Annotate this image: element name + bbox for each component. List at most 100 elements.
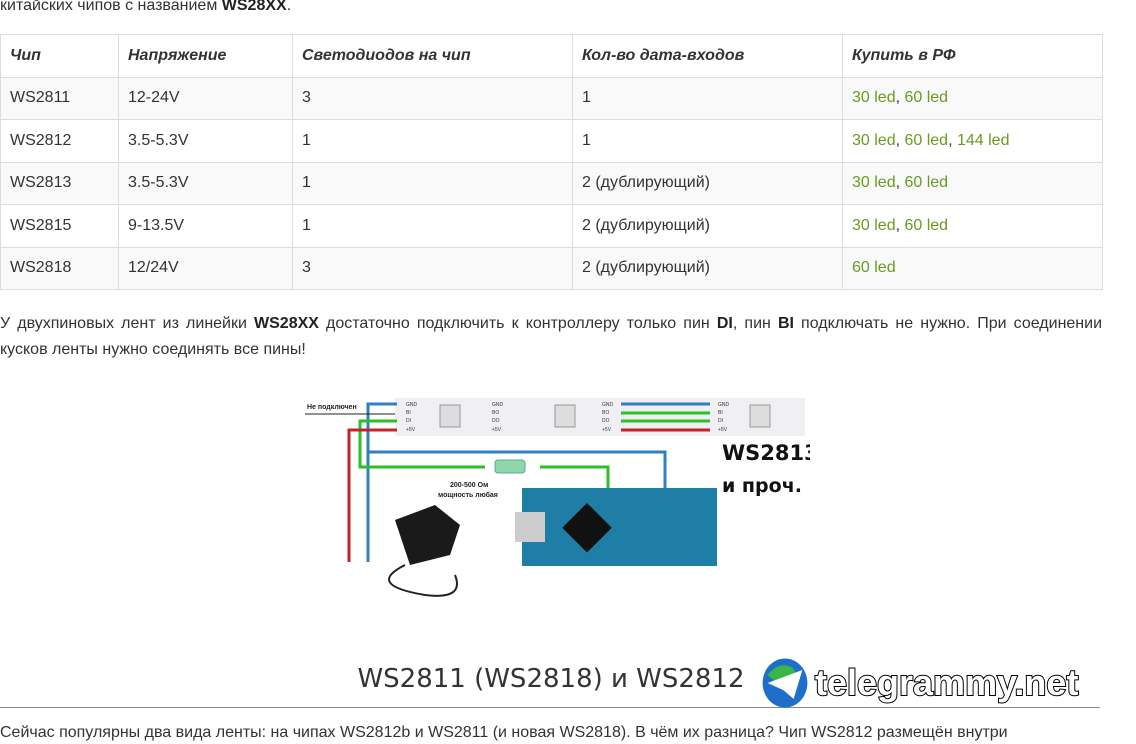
svg-text:GND: GND	[718, 402, 730, 408]
heading-divider	[0, 707, 1100, 708]
cell-inputs: 1	[572, 119, 843, 163]
cell-buy: 30 led, 60 led	[842, 161, 1103, 205]
intro-bold: WS28XX	[221, 0, 287, 14]
watermark: telegrammy.net	[760, 656, 1079, 710]
chip-table: Чип Напряжение Светодиодов на чип Кол-во…	[0, 34, 1103, 290]
svg-text:+5V: +5V	[492, 427, 502, 433]
cell-leds: 1	[292, 119, 573, 163]
cell-voltage: 12-24V	[118, 76, 293, 120]
pin-labels: GND BI DI +5V GND BO DO +5V GND BO DO +5V GND BI DI…	[406, 402, 730, 433]
paragraph-intro: Сейчас популярны два вида ленты: на чипа…	[0, 724, 1008, 741]
cell-inputs: 2 (дублирующий)	[572, 246, 843, 290]
resistor	[494, 459, 526, 474]
buy-link[interactable]: 30 led	[852, 174, 896, 192]
cell-chip: WS2815	[0, 204, 119, 248]
cell-leds: 1	[292, 204, 573, 248]
watermark-text: telegrammy.net	[814, 661, 1079, 704]
svg-text:GND: GND	[602, 402, 614, 408]
intro-end: .	[286, 0, 292, 14]
resistor-label: 200-500 Ом	[450, 482, 488, 489]
led-strip	[395, 398, 805, 436]
cell-chip: WS2812	[0, 119, 119, 163]
svg-text:BO: BO	[602, 410, 609, 416]
table-header-row: Чип Напряжение Светодиодов на чип Кол-во…	[0, 34, 1103, 78]
cell-buy: 30 led, 60 led	[842, 204, 1103, 248]
text: достаточно подключить к контроллеру толь…	[318, 315, 717, 332]
buy-link[interactable]: 60 led	[904, 216, 949, 234]
cell-leds: 3	[292, 76, 573, 120]
text: подключать не нужно. При соединении куск…	[0, 315, 1103, 358]
cell-buy: 30 led, 60 led, 144 led	[842, 119, 1103, 163]
intro-text: китайских чипов с названием WS28XX.	[0, 0, 291, 15]
svg-text:BI: BI	[406, 410, 411, 416]
cell-voltage: 9-13.5V	[118, 204, 293, 248]
col-chip: Чип	[0, 34, 119, 78]
cell-voltage: 3.5-5.3V	[118, 161, 293, 205]
svg-text:DI: DI	[406, 418, 411, 424]
cell-voltage: 3.5-5.3V	[118, 119, 293, 163]
adapter-cable	[388, 564, 458, 597]
separator: ,	[948, 131, 957, 149]
cell-voltage: 12/24V	[118, 246, 293, 290]
cell-inputs: 1	[572, 76, 843, 120]
cell-inputs: 2 (дублирующий)	[572, 204, 843, 248]
bold-text: WS28XX	[254, 315, 319, 332]
bold-text: BI	[777, 315, 794, 332]
cell-leds: 3	[292, 246, 573, 290]
svg-text:DI: DI	[718, 418, 723, 424]
buy-link[interactable]: 30 led	[852, 89, 896, 107]
diagram-subtitle: и проч.	[722, 475, 802, 497]
svg-text:GND: GND	[406, 402, 418, 408]
cell-inputs: 2 (дублирующий)	[572, 161, 843, 205]
col-voltage: Напряжение	[118, 34, 293, 78]
cell-leds: 1	[292, 161, 573, 205]
text: У двухпиновых лент из линейки	[0, 315, 255, 332]
resistor-power-label: мощность любая	[438, 491, 498, 499]
telegram-globe-icon	[762, 658, 808, 708]
wires	[347, 402, 710, 562]
section-heading: WS2811 (WS2818) и WS2812	[357, 664, 745, 694]
cell-chip: WS2813	[0, 161, 119, 205]
svg-text:DO: DO	[492, 418, 500, 424]
cell-buy: 30 led, 60 led	[842, 76, 1103, 120]
paragraph-pins: У двухпиновых лент из линейки WS28XX дос…	[0, 311, 1102, 363]
buy-link[interactable]: 30 led	[852, 131, 896, 149]
diagram-title: WS2813	[722, 441, 810, 465]
col-buy: Купить в РФ	[842, 34, 1103, 78]
buy-link[interactable]: 144 led	[956, 131, 1010, 149]
buy-link[interactable]: 60 led	[852, 259, 896, 277]
power-adapter	[395, 505, 460, 565]
cell-buy: 60 led	[842, 246, 1103, 290]
usb-port	[515, 512, 545, 542]
svg-text:BO: BO	[492, 410, 499, 416]
buy-link[interactable]: 60 led	[904, 174, 949, 192]
svg-text:+5V: +5V	[718, 427, 728, 433]
cell-chip: WS2811	[0, 76, 119, 120]
svg-text:+5V: +5V	[602, 427, 612, 433]
wiring-diagram: GND BI DI +5V GND BO DO +5V GND BO DO +5V GND BI DI…	[305, 398, 810, 597]
svg-text:+5V: +5V	[406, 427, 416, 433]
intro-plain: китайских чипов с названием	[0, 0, 222, 14]
led-chips	[439, 404, 771, 428]
col-leds: Светодиодов на чип	[292, 34, 573, 78]
svg-text:GND: GND	[492, 402, 504, 408]
buy-link[interactable]: 30 led	[852, 216, 896, 234]
separator: ,	[895, 174, 905, 192]
col-inputs: Кол-во дата-входов	[572, 34, 843, 78]
not-connected-label: Не подключен	[307, 404, 357, 411]
separator: ,	[895, 89, 905, 107]
svg-text:BI: BI	[718, 410, 723, 416]
svg-text:DO: DO	[602, 418, 610, 424]
text: , пин	[732, 315, 778, 332]
buy-link[interactable]: 60 led	[904, 89, 949, 107]
arduino-board	[522, 488, 717, 566]
separator: ,	[895, 216, 905, 234]
bold-text: DI	[716, 315, 733, 332]
buy-link[interactable]: 60 led	[904, 131, 949, 149]
cell-chip: WS2818	[0, 246, 119, 290]
